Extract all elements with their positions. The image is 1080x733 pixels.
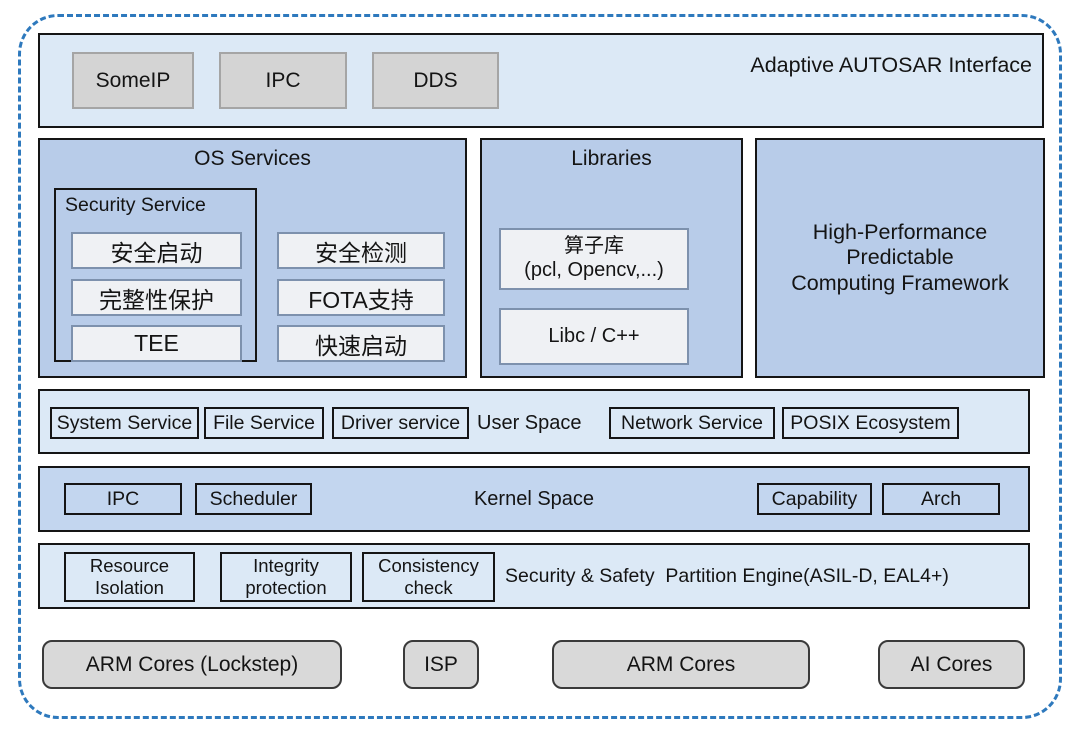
libraries-panel: Libraries 算子库 (pcl, Opencv,...) Libc / C…	[480, 138, 743, 378]
integrity-protection-chip: 完整性保护	[71, 279, 242, 316]
libc-chip: Libc / C++	[499, 308, 689, 365]
kernel-space-panel: IPC Scheduler Kernel Space Capability Ar…	[38, 466, 1030, 532]
arch-chip: Arch	[882, 483, 1000, 515]
consistency-check-chip: Consistency check	[362, 552, 495, 602]
capability-chip: Capability	[757, 483, 872, 515]
integrity-protection-partition-chip: Integrity protection	[220, 552, 352, 602]
isp-button: ISP	[403, 640, 479, 689]
security-service-box: Security Service 安全启动 完整性保护 TEE	[54, 188, 257, 362]
fota-support-chip: FOTA支持	[277, 279, 445, 316]
operator-library-chip: 算子库 (pcl, Opencv,...)	[499, 228, 689, 290]
fast-boot-chip: 快速启动	[277, 325, 445, 362]
file-service-chip: File Service	[204, 407, 324, 439]
posix-ecosystem-chip: POSIX Ecosystem	[782, 407, 959, 439]
adaptive-autosar-interface-label: Adaptive AUTOSAR Interface	[750, 53, 1032, 77]
security-detection-chip: 安全检测	[277, 232, 445, 269]
adaptive-autosar-interface-panel: SomeIP IPC DDS Adaptive AUTOSAR Interfac…	[38, 33, 1044, 128]
resource-isolation-chip: Resource Isolation	[64, 552, 195, 602]
ipc-button: IPC	[219, 52, 347, 109]
os-services-panel: OS Services Security Service 安全启动 完整性保护 …	[38, 138, 467, 378]
libraries-title: Libraries	[571, 147, 652, 170]
driver-service-chip: Driver service	[332, 407, 469, 439]
os-services-title: OS Services	[194, 147, 311, 170]
secure-boot-chip: 安全启动	[71, 232, 242, 269]
ai-cores-button: AI Cores	[878, 640, 1025, 689]
hpcf-panel: High-Performance Predictable Computing F…	[755, 138, 1045, 378]
system-service-chip: System Service	[50, 407, 199, 439]
user-space-label: User Space	[477, 412, 582, 434]
kernel-ipc-chip: IPC	[64, 483, 182, 515]
security-service-title: Security Service	[65, 194, 206, 216]
partition-engine-panel: Resource Isolation Integrity protection …	[38, 543, 1030, 609]
arm-cores-lockstep-button: ARM Cores (Lockstep)	[42, 640, 342, 689]
scheduler-chip: Scheduler	[195, 483, 312, 515]
tee-chip: TEE	[71, 325, 242, 362]
kernel-space-label: Kernel Space	[473, 488, 595, 510]
someip-button: SomeIP	[72, 52, 194, 109]
partition-engine-label: Security & Safety Partition Engine(ASIL-…	[505, 565, 949, 587]
dds-button: DDS	[372, 52, 499, 109]
arm-cores-button: ARM Cores	[552, 640, 810, 689]
user-space-panel: System Service File Service Driver servi…	[38, 389, 1030, 454]
dashed-outer-frame	[18, 14, 1062, 719]
network-service-chip: Network Service	[609, 407, 775, 439]
